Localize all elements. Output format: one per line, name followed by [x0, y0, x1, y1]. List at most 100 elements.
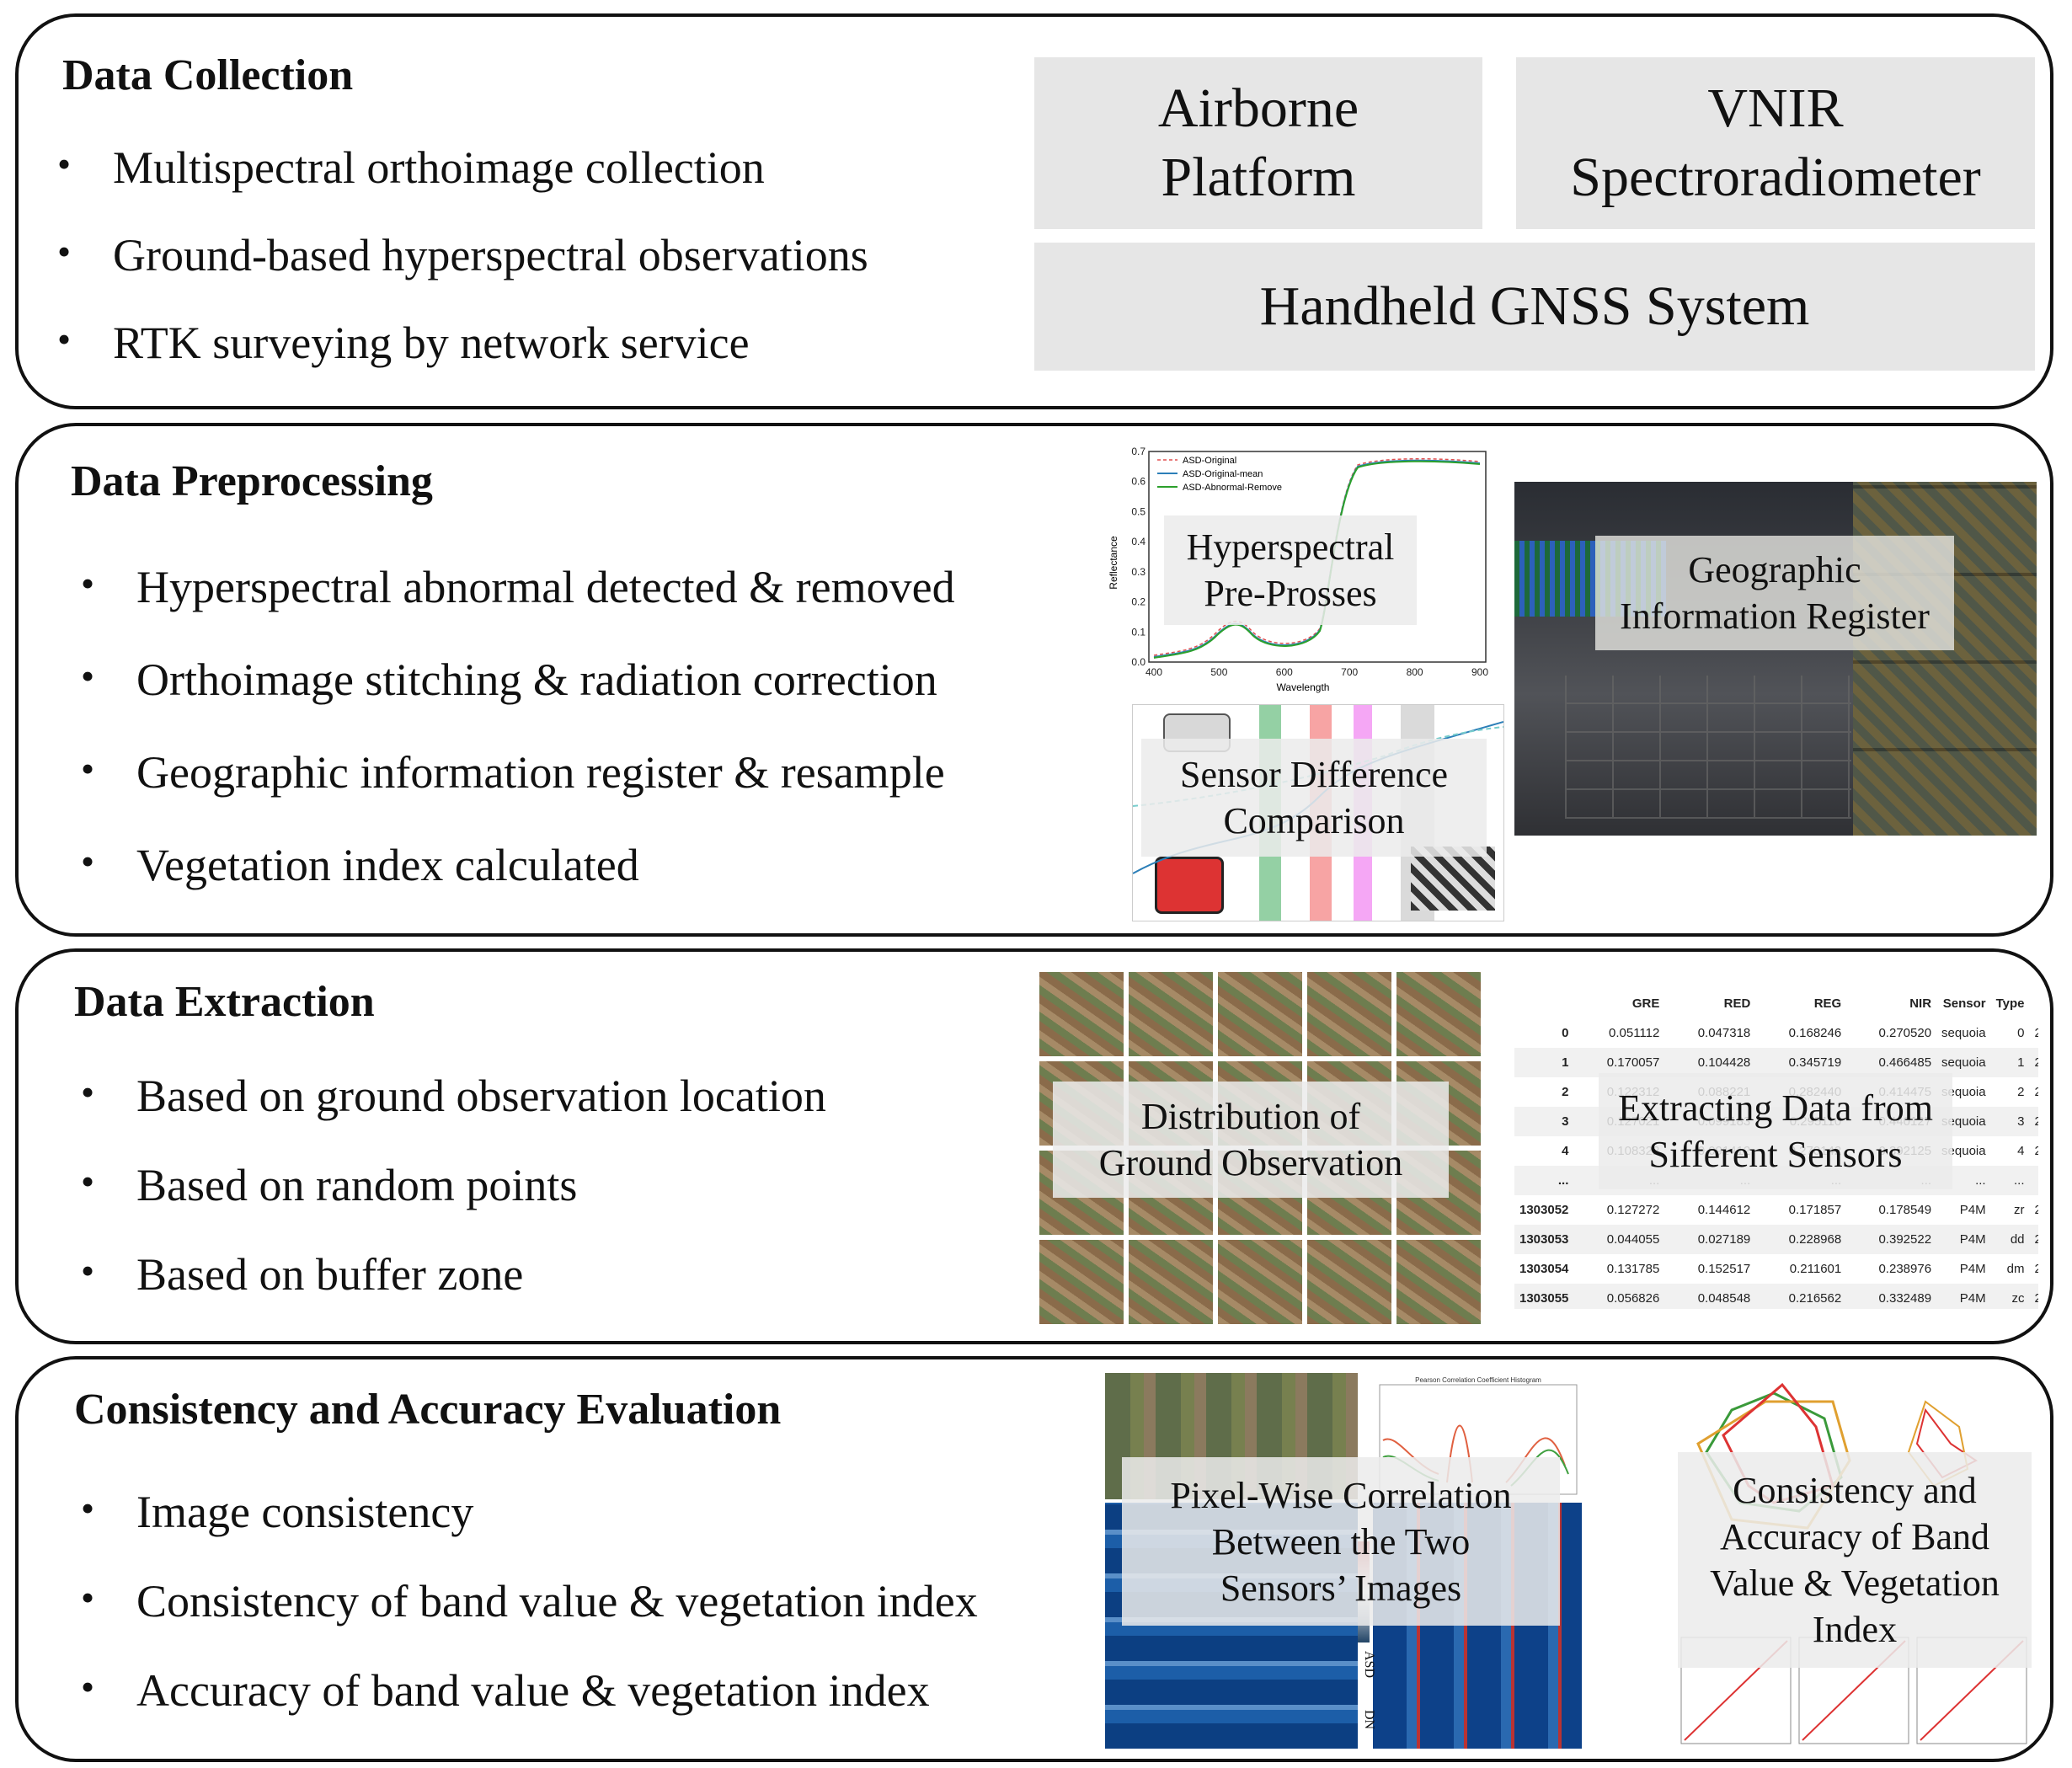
bullet-item: Ground-based hyperspectral observations	[57, 229, 868, 281]
table-header-cell: REG	[1813, 996, 1842, 1011]
y-tick-label: 0.7	[1131, 446, 1145, 457]
table-cell: dm	[2006, 1262, 2025, 1276]
bullet-item: Accuracy of band value & vegetation inde…	[81, 1664, 978, 1717]
spectrum-xlabel: Wavelength	[1277, 681, 1330, 693]
evaluation-panel: Consistency and Accuracy Evaluation Imag…	[15, 1356, 2053, 1762]
table-cell: sequoia	[1936, 1048, 1991, 1077]
table-cell: 20220802	[2029, 1225, 2038, 1254]
hyperspectral-preprocess-overlay: Hyperspectral Pre-Prosses	[1164, 515, 1417, 625]
y-tick-label: 0.2	[1131, 596, 1145, 608]
sensor-difference-overlay: Sensor Difference Comparison	[1141, 739, 1487, 857]
bullet-item: Consistency of band value & vegetation i…	[81, 1575, 978, 1627]
table-cell: 0.152517	[1697, 1262, 1751, 1276]
side-label-asd: ASD	[1362, 1651, 1376, 1679]
bullet-item: Multispectral orthoimage collection	[57, 142, 868, 194]
table-cell: 1303053	[1514, 1225, 1574, 1254]
data-extraction-panel: Data Extraction Based on ground observat…	[15, 948, 2053, 1344]
evaluation-title: Consistency and Accuracy Evaluation	[74, 1386, 782, 1434]
airborne-platform-tile: Airborne Platform	[1034, 57, 1482, 229]
x-tick-label: 400	[1145, 666, 1162, 678]
legend-label: ASD-Original	[1183, 456, 1236, 466]
table-cell: zc	[1990, 1284, 2030, 1309]
sensor-difference-figure: Sensor Difference Comparison	[1132, 704, 1504, 921]
table-cell: 0	[1562, 1026, 1569, 1040]
extracted-data-table-figure: GREREDREGNIRSensorTypedate 00.0511120.04…	[1514, 989, 2038, 1309]
y-tick-label: 0.4	[1131, 536, 1145, 547]
table-cell: 0.211601	[1789, 1262, 1842, 1276]
table-cell: P4M	[1959, 1262, 1986, 1276]
table-header-cell: GRE	[1631, 996, 1660, 1011]
spectrum-ylabel: Reflectance	[1108, 536, 1119, 590]
legend-label: ASD-Original-mean	[1183, 469, 1263, 479]
side-label-dn: DN	[1362, 1710, 1376, 1730]
table-cell: 3	[1990, 1107, 2030, 1136]
table-cell: 0.047318	[1697, 1026, 1751, 1040]
table-cell: 20220802	[2029, 1284, 2038, 1309]
data-collection-title: Data Collection	[62, 51, 354, 99]
table-header-cell	[1514, 989, 1573, 1018]
table-cell: 0.178549	[1878, 1203, 1932, 1217]
table-cell: 1303055	[1514, 1284, 1574, 1309]
table-cell: 1303052	[1519, 1203, 1569, 1217]
geographic-register-overlay: Geographic Information Register	[1595, 536, 1954, 650]
data-extraction-bullets: Based on ground observation location Bas…	[81, 1070, 826, 1301]
table-cell: 0.216562	[1755, 1284, 1847, 1309]
table-header-cell: NIR	[1909, 996, 1932, 1011]
table-header-cell: Type	[1995, 996, 2025, 1011]
camera-device-icon	[1155, 857, 1224, 914]
data-extraction-title: Data Extraction	[74, 978, 375, 1026]
y-tick-label: 0.6	[1131, 476, 1145, 488]
evaluation-bullets: Image consistency Consistency of band va…	[81, 1486, 978, 1717]
y-tick-label: 0.5	[1131, 505, 1145, 517]
data-preprocessing-bullets: Hyperspectral abnormal detected & remove…	[81, 561, 955, 891]
y-tick-label: 0.0	[1131, 656, 1145, 668]
table-cell: 0.270520	[1878, 1026, 1932, 1040]
extracting-data-overlay: Extracting Data from Sifferent Sensors	[1599, 1073, 1952, 1189]
table-cell: P4M	[1959, 1203, 1986, 1217]
table-cell: 20220802	[2030, 1254, 2039, 1284]
consistency-accuracy-figure: Consistency and Accuracy of Band Value &…	[1673, 1359, 2037, 1749]
x-tick-label: 500	[1210, 666, 1227, 678]
data-collection-panel: Data Collection Multispectral orthoimage…	[15, 13, 2053, 409]
table-cell: sequoia	[1941, 1026, 1986, 1040]
bullet-item: Based on buffer zone	[81, 1248, 826, 1301]
histogram-title: Pearson Correlation Coefficient Histogra…	[1415, 1376, 1541, 1384]
table-header-cell: Sensor	[1942, 996, 1986, 1011]
geographic-register-figure: Geographic Information Register	[1514, 482, 2037, 836]
table-cell: P4M	[1936, 1284, 1991, 1309]
x-tick-label: 800	[1407, 666, 1423, 678]
x-tick-label: 700	[1341, 666, 1358, 678]
vnir-spectroradiometer-tile: VNIR Spectroradiometer	[1516, 57, 2035, 229]
x-tick-label: 900	[1471, 666, 1488, 678]
table-cell: 0.345719	[1755, 1048, 1847, 1077]
table-cell: 0.332489	[1846, 1284, 1937, 1309]
table-cell: 0.131785	[1606, 1262, 1660, 1276]
table-cell: 20221026	[2029, 1048, 2038, 1077]
distribution-ground-observation-overlay: Distribution of Ground Observation	[1053, 1082, 1449, 1198]
table-cell: 20221026	[2030, 1077, 2039, 1107]
data-collection-bullets: Multispectral orthoimage collection Grou…	[57, 142, 868, 369]
table-cell: 0.466485	[1846, 1048, 1937, 1077]
y-tick-label: 0.1	[1131, 626, 1145, 638]
table-cell: 0.170057	[1573, 1048, 1665, 1077]
table-cell: 0.392522	[1846, 1225, 1937, 1254]
table-cell: 0.048548	[1664, 1284, 1756, 1309]
data-preprocessing-panel: Data Preprocessing Hyperspectral abnorma…	[15, 423, 2053, 937]
table-cell: 0.056826	[1573, 1284, 1665, 1309]
table-cell: zr	[2014, 1203, 2025, 1217]
bullet-item: Orthoimage stitching & radiation correct…	[81, 654, 955, 706]
table-cell: 0.051112	[1609, 1026, 1660, 1040]
table-cell: 20221026	[2030, 1136, 2039, 1166]
ground-observation-grid: Distribution of Ground Observation	[1039, 970, 1481, 1324]
table-header-cell: date	[2030, 989, 2039, 1018]
table-cell: sequoia	[1941, 1085, 1986, 1099]
bullet-item: Geographic information register & resamp…	[81, 746, 955, 799]
bullet-item: Hyperspectral abnormal detected & remove…	[81, 561, 955, 613]
spectrum-legend: ASD-Original ASD-Original-mean ASD-Abnor…	[1157, 456, 1282, 493]
